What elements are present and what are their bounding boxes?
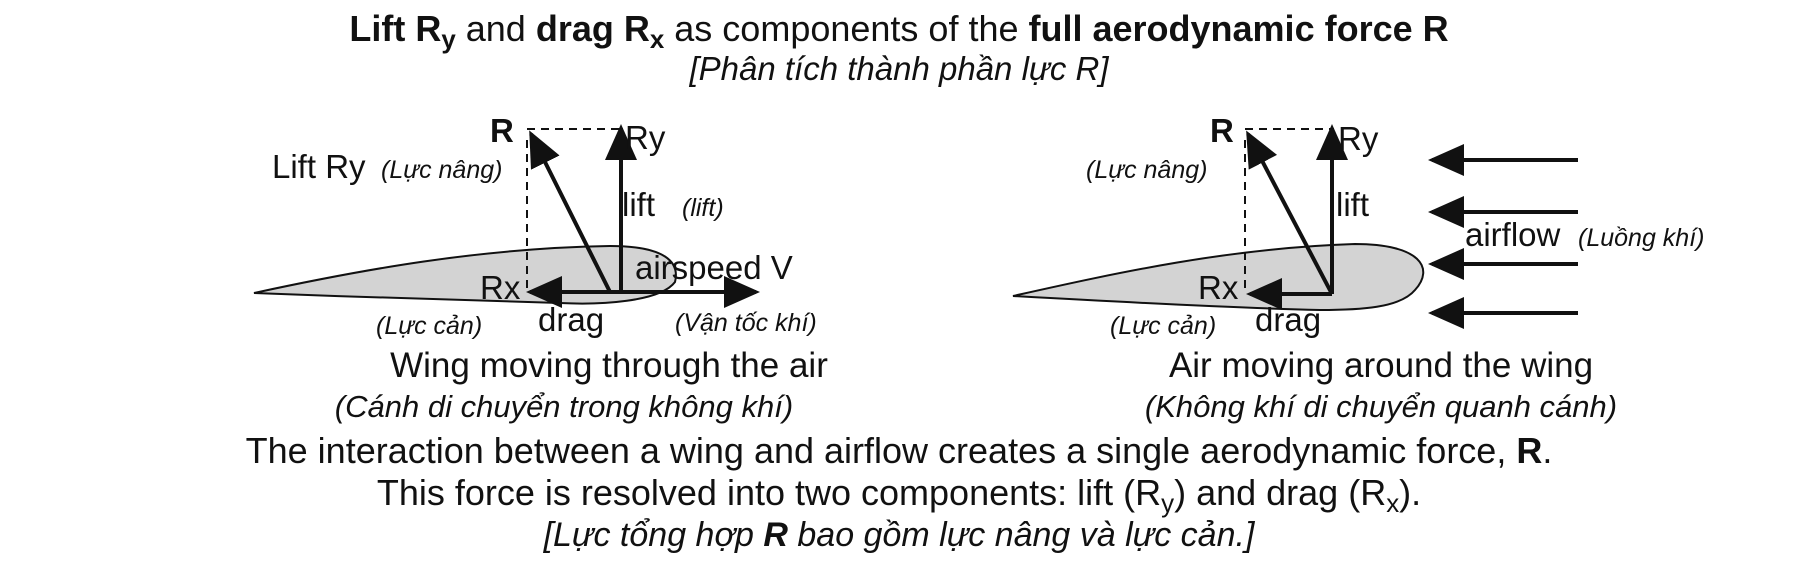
right-label-airflow: airflow bbox=[1465, 216, 1561, 253]
left-label-luc-can: (Lực cản) bbox=[376, 312, 482, 340]
explanation-2-b: ) and drag (R bbox=[1174, 472, 1387, 513]
right-caption-translation: (Không khí di chuyển quanh cánh) bbox=[1145, 389, 1617, 424]
explanation-2-a: This force is resolved into two componen… bbox=[376, 472, 1162, 513]
left-label-airspeed: airspeed V bbox=[635, 249, 793, 286]
left-label-Rx: Rx bbox=[480, 269, 521, 306]
right-label-luong-khi: (Luồng khí) bbox=[1578, 224, 1704, 252]
left-label-Ry: Ry bbox=[625, 119, 666, 156]
left-label-van-toc: (Vận tốc khí) bbox=[675, 309, 817, 337]
right-label-drag: drag bbox=[1255, 301, 1321, 338]
explanation-3-bold: R bbox=[763, 516, 788, 554]
explanation-line-3-translation: [Lực tổng hợp R bao gồm lực nâng và lực … bbox=[0, 516, 1798, 555]
explanation-1-end: . bbox=[1542, 430, 1553, 471]
left-vector-R bbox=[529, 130, 612, 293]
explanation-line-1: The interaction between a wing and airfl… bbox=[0, 430, 1798, 472]
right-panel: R Ry (Lực nâng) lift Rx (Lực cản) drag a… bbox=[1012, 112, 1704, 424]
left-label-R: R bbox=[490, 112, 514, 149]
explanation-2-sub-y: y bbox=[1161, 490, 1175, 519]
left-panel: R Ry Lift Ry (Lực nâng) lift (lift) Rx a… bbox=[253, 112, 828, 424]
right-caption: Air moving around the wing bbox=[1169, 346, 1593, 385]
title-lift-sub: y bbox=[441, 26, 456, 55]
left-label-lift-ry: Lift Ry bbox=[272, 148, 366, 185]
explanation-line-2: This force is resolved into two componen… bbox=[0, 472, 1798, 518]
right-label-luc-nang: (Lực nâng) bbox=[1086, 156, 1207, 184]
right-vector-R bbox=[1246, 130, 1334, 295]
explanation-2-sub-x: x bbox=[1386, 490, 1400, 519]
left-wing-airfoil bbox=[253, 244, 677, 305]
right-label-lift: lift bbox=[1336, 186, 1369, 223]
left-caption-translation: (Cánh di chuyển trong không khí) bbox=[335, 389, 793, 424]
left-label-lift-paren: (lift) bbox=[682, 194, 724, 222]
title-and: and bbox=[455, 8, 536, 49]
left-label-drag: drag bbox=[538, 301, 604, 338]
left-caption: Wing moving through the air bbox=[390, 346, 828, 385]
title-translation: [Phân tích thành phần lực R] bbox=[689, 50, 1109, 87]
explanation-3-a: [Lực tổng hợp bbox=[543, 516, 764, 554]
title-middle: as components of the bbox=[664, 8, 1029, 49]
explanation-1-bold: R bbox=[1516, 430, 1543, 471]
left-label-lift: lift bbox=[622, 186, 655, 223]
diagram-title: Lift Ry and drag Rx as components of the… bbox=[0, 8, 1798, 54]
right-label-R: R bbox=[1210, 112, 1234, 149]
title-drag: drag R bbox=[535, 8, 650, 49]
title-lift: Lift R bbox=[349, 8, 442, 49]
right-label-Ry: Ry bbox=[1338, 120, 1379, 157]
right-label-luc-can: (Lực cản) bbox=[1110, 312, 1216, 340]
explanation-2-c: ). bbox=[1399, 472, 1422, 513]
right-label-Rx: Rx bbox=[1198, 269, 1239, 306]
explanation-3-b: bao gồm lực nâng và lực cản.] bbox=[787, 516, 1255, 554]
explanation-1-text: The interaction between a wing and airfl… bbox=[245, 430, 1517, 471]
title-end: full aerodynamic force R bbox=[1028, 8, 1449, 49]
title-drag-sub: x bbox=[649, 26, 665, 55]
left-label-luc-nang: (Lực nâng) bbox=[381, 156, 502, 184]
